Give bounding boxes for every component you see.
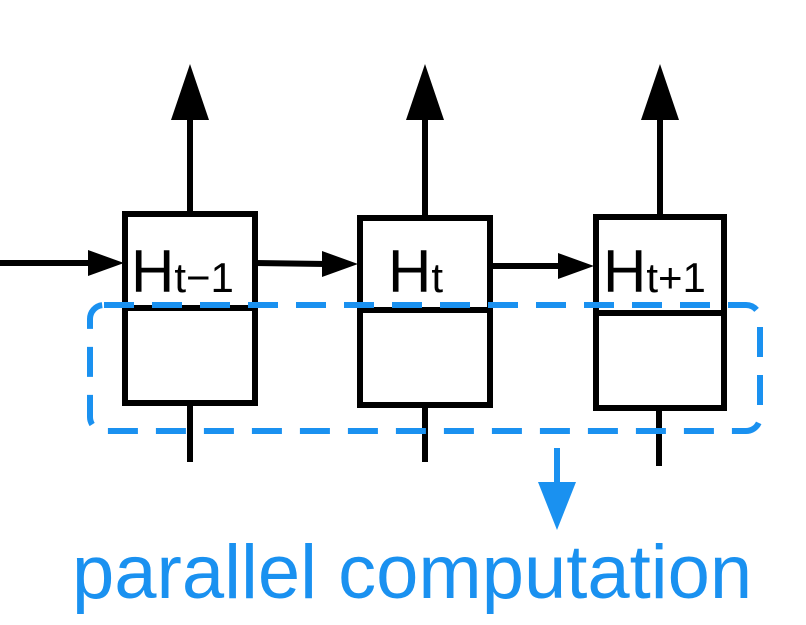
parallel-highlight (87, 302, 763, 530)
cell-2-label-subscript: t (431, 254, 443, 301)
cell-3-label-base: H (603, 238, 646, 305)
hidden-2-to-3-arrowhead (558, 253, 594, 279)
cell-3-lower-box (593, 310, 727, 411)
parallel-down-arrowhead (538, 482, 576, 530)
cell-1-label-subscript: t−1 (174, 254, 234, 301)
cell-3-output-arrowhead (641, 64, 679, 120)
cell-1-output-arrowhead (171, 64, 209, 120)
parallel-computation-caption: parallel computation (72, 530, 753, 615)
cell-2-label: Ht (388, 238, 443, 305)
cell-1-lower-box (122, 305, 258, 406)
cell-2-upper-box (357, 215, 493, 313)
cell-1: Ht−1 (122, 64, 258, 462)
hidden-1-to-2-arrow-line (254, 260, 327, 267)
input-hidden-arrowhead (88, 250, 124, 276)
cell-2-output-arrowhead (406, 64, 444, 120)
cell-2: Ht (357, 64, 493, 462)
cell-3-upper-box (593, 214, 727, 316)
cell-1-label-base: H (131, 238, 174, 305)
parallel-dashed-box (87, 302, 763, 434)
cell-2-lower-box (357, 307, 493, 408)
cell-2-label-base: H (388, 238, 431, 305)
cell-1-upper-box (122, 211, 258, 311)
recurrent-arrows (0, 250, 594, 279)
cell-3-label: Ht+1 (603, 238, 706, 305)
cell-1-label: Ht−1 (131, 238, 234, 305)
hidden-1-to-2-arrowhead (322, 251, 358, 277)
cell-3: Ht+1 (593, 64, 727, 466)
cell-3-label-subscript: t+1 (646, 254, 706, 301)
